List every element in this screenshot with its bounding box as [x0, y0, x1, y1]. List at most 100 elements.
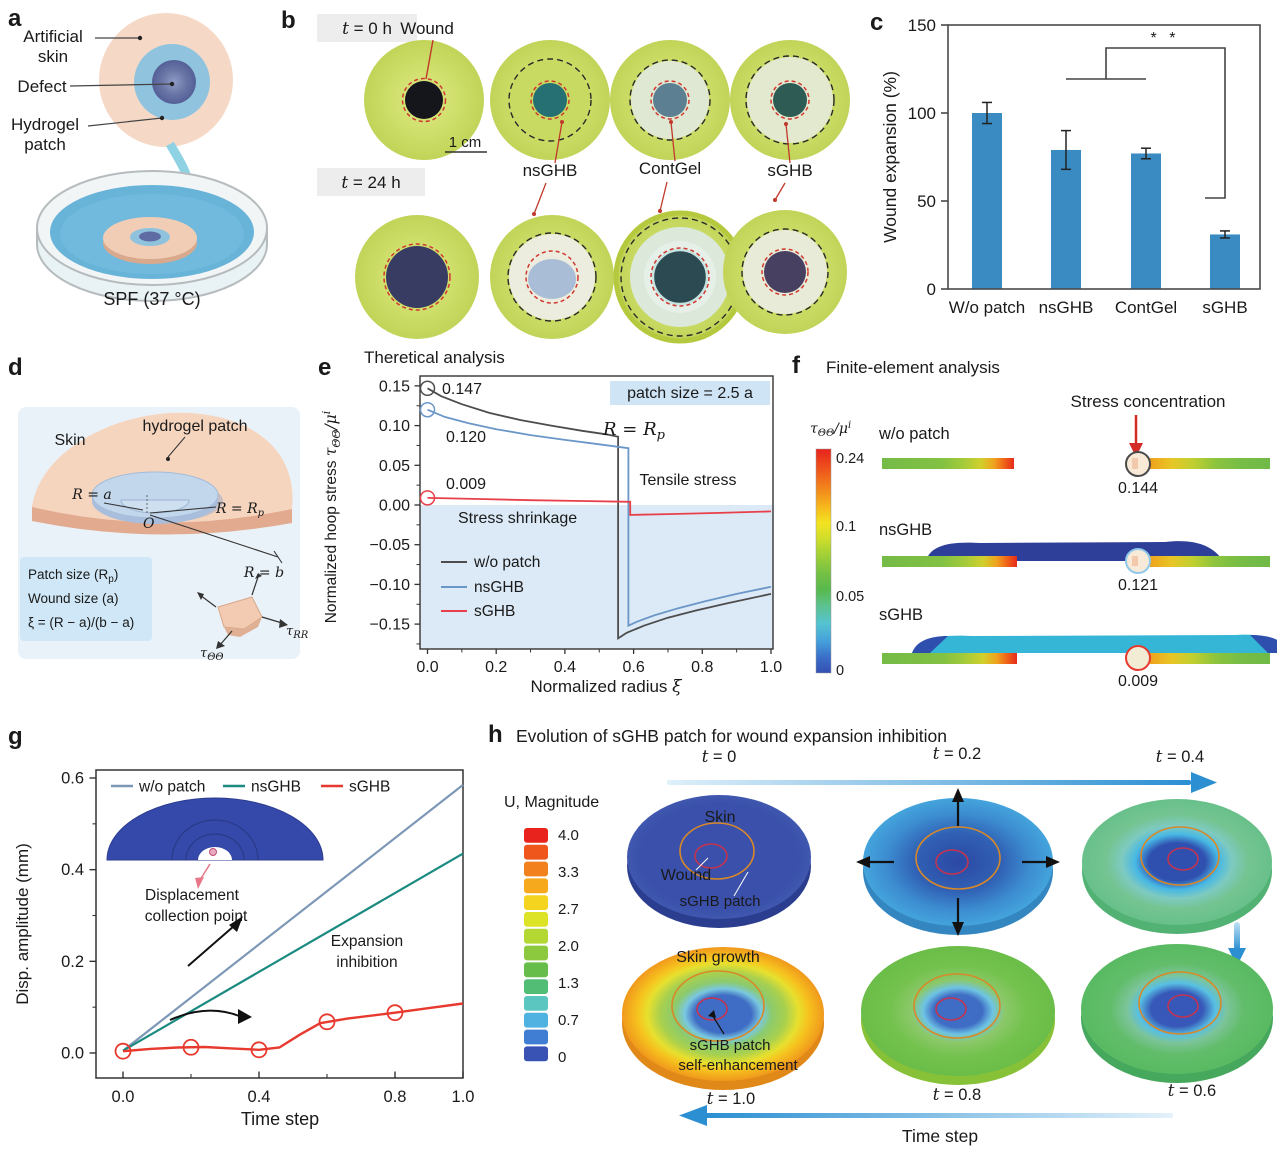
h-title: Evolution of sGHB patch for wound expans… — [516, 726, 947, 746]
leader — [554, 121, 563, 164]
time-0h: t = 0 h — [342, 19, 392, 39]
fea-strip — [882, 556, 1017, 567]
legend-label: w/o patch — [138, 779, 205, 796]
wound-label-h: Wound — [661, 867, 711, 884]
scale-bar-label: 1 cm — [449, 134, 482, 151]
xi-def: ξ = (R − a)/(b − a) — [28, 615, 134, 630]
g-xlabel: Time step — [241, 1109, 319, 1129]
f-row-wo-patch: w/o patch — [878, 425, 950, 443]
y-tick-label: 100 — [908, 104, 936, 123]
leader-line — [87, 117, 163, 127]
artificial-skin-label2: skin — [38, 47, 68, 66]
disc-nsghb-0h — [490, 40, 610, 160]
bar-sGHB — [1210, 234, 1240, 289]
bar-W/o patch — [972, 113, 1002, 289]
shrinkage-shade — [420, 505, 773, 649]
skin-growth-label: Skin growth — [676, 949, 760, 966]
stress-point-fill — [1132, 458, 1138, 469]
legend-label: w/o patch — [473, 554, 540, 571]
y-tick-label: 0.2 — [61, 953, 84, 971]
stress-arrowhead — [1129, 443, 1143, 457]
patch-leader — [167, 436, 186, 458]
leader-dot — [159, 115, 165, 121]
disc-t08 — [861, 946, 1055, 1085]
disc-wo-patch-24h — [355, 215, 479, 339]
e-ylabel: Normalized hoop stress τΘΘ/μi — [320, 411, 343, 624]
series-sGHB — [427, 497, 772, 516]
x-tick-label: 0.8 — [691, 659, 713, 676]
leader — [785, 123, 791, 164]
colorbar-segment — [524, 1046, 548, 1062]
h-tick: 0.7 — [558, 1012, 579, 1029]
fea-strip — [1150, 458, 1270, 469]
plot-frame — [419, 375, 774, 650]
time-badge-0h — [317, 14, 417, 42]
marker-sGHB — [386, 1004, 404, 1022]
disc-wo-patch-0h — [364, 40, 484, 160]
h-time-04: t = 0.4 — [1156, 747, 1204, 766]
category-label: W/o patch — [949, 298, 1026, 317]
fea-strip — [882, 653, 1017, 664]
collection-point-dot — [209, 848, 217, 856]
colorbar-segment — [524, 895, 548, 910]
bar-ContGel — [1131, 153, 1161, 289]
panel-c-label: c — [870, 9, 883, 36]
hydrogel-label2: patch — [24, 135, 66, 154]
patch-inner-arc — [120, 499, 190, 514]
time-badge-24h — [317, 168, 425, 196]
panel-f: f Finite-element analysis Stress concent… — [792, 352, 1277, 690]
colorbar-segment — [524, 1012, 548, 1028]
fea-strip — [1150, 556, 1270, 567]
arrowhead — [197, 592, 204, 600]
self-enhance-label1: sGHB patch — [690, 1037, 771, 1054]
fea-inset — [106, 797, 324, 861]
skin-side — [32, 505, 292, 535]
definitions-box — [20, 557, 152, 641]
g-ylabel: Disp. amplitude (mm) — [13, 843, 32, 1005]
patch-size-def: Patch size (Rp) — [28, 567, 118, 585]
marker-sGHB — [318, 1013, 336, 1031]
skin-label-h: Skin — [704, 809, 735, 826]
disc-sghb-0h — [730, 40, 850, 160]
inset-arc — [171, 819, 259, 861]
self-enhance-label2: self-enhancement — [678, 1057, 798, 1074]
disc-t10: Skin growth sGHB patch self-enhancement — [622, 947, 824, 1090]
y-tick-label: 0.15 — [379, 378, 410, 395]
x-tick-label: 0.0 — [416, 659, 438, 676]
h-colorbar-title: U, Magnitude — [504, 794, 599, 811]
value-0009: 0.009 — [446, 476, 486, 493]
inhibition-arrowhead — [238, 1009, 252, 1024]
sample-nsghb: nsGHB — [523, 161, 578, 180]
bar-nsGHB — [1051, 149, 1081, 289]
arrowhead — [216, 641, 225, 649]
panel-e-label: e — [318, 354, 331, 381]
series-nsGHB — [427, 408, 772, 628]
value-0147: 0.147 — [442, 381, 482, 398]
x-tick-label: 0.2 — [485, 659, 507, 676]
h-time-10: t = 1.0 — [707, 1089, 755, 1108]
colorbar-segment — [524, 979, 548, 994]
panel-d-label: d — [8, 354, 23, 381]
h-time-axis-label: Time step — [902, 1126, 978, 1146]
f-tick-024: 0.24 — [836, 451, 864, 467]
collection-arrowhead — [195, 877, 204, 889]
dim-ra — [103, 502, 144, 511]
disc-t02 — [856, 788, 1060, 936]
arrowhead — [255, 573, 262, 579]
y-tick-label: 0.6 — [61, 770, 84, 788]
inhibition-arrow — [169, 1009, 243, 1021]
legend-label: sGHB — [349, 779, 390, 796]
x-tick-label: 0.8 — [384, 1088, 407, 1106]
leader — [533, 182, 547, 215]
colorbar-segment — [524, 996, 548, 1011]
defect-spot — [152, 60, 196, 104]
f-colorbar — [815, 448, 832, 674]
expansion-label2: inhibition — [336, 954, 397, 971]
e-xlabel: Normalized radius ξ — [530, 677, 683, 697]
category-label: nsGHB — [1039, 298, 1094, 317]
rrp-label: R = Rp — [215, 501, 265, 519]
leader-dot — [658, 209, 662, 213]
